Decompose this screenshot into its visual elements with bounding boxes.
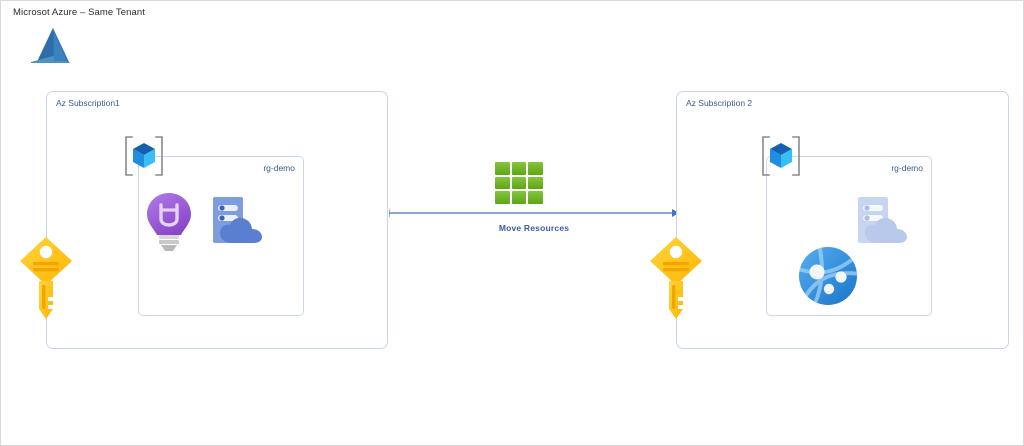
grid-cell <box>528 176 543 190</box>
lightbulb-icon <box>144 191 194 253</box>
grid-cell <box>528 191 543 204</box>
subscription-label-2: Az Subscription 2 <box>686 98 753 108</box>
grid-cell <box>495 176 510 190</box>
grid-cell <box>511 162 527 175</box>
key-vault-key-icon <box>18 235 74 321</box>
key-vault-key-icon <box>648 235 704 321</box>
resource-group-label-2: rg-demo <box>891 163 923 173</box>
move-resources-label: Move Resources <box>498 223 570 233</box>
grid-cell <box>528 162 543 175</box>
grid-cell <box>511 176 527 190</box>
cloud-service-icon <box>852 194 914 250</box>
grid-cell <box>495 191 510 204</box>
virtual-network-globe-icon <box>796 244 860 308</box>
resource-group-cube-icon <box>121 133 167 179</box>
page-title: Microsot Azure – Same Tenant <box>13 7 145 18</box>
subscription-label-1: Az Subscription1 <box>56 98 120 108</box>
move-resources-arrow <box>388 206 679 220</box>
move-resources-grid-icon <box>495 162 543 204</box>
microsoft-azure-logo <box>23 24 83 68</box>
grid-cell <box>511 191 527 204</box>
resource-group-cube-icon <box>758 133 804 179</box>
grid-cell <box>495 162 510 175</box>
cloud-service-icon <box>207 194 269 250</box>
resource-group-label-1: rg-demo <box>263 163 295 173</box>
